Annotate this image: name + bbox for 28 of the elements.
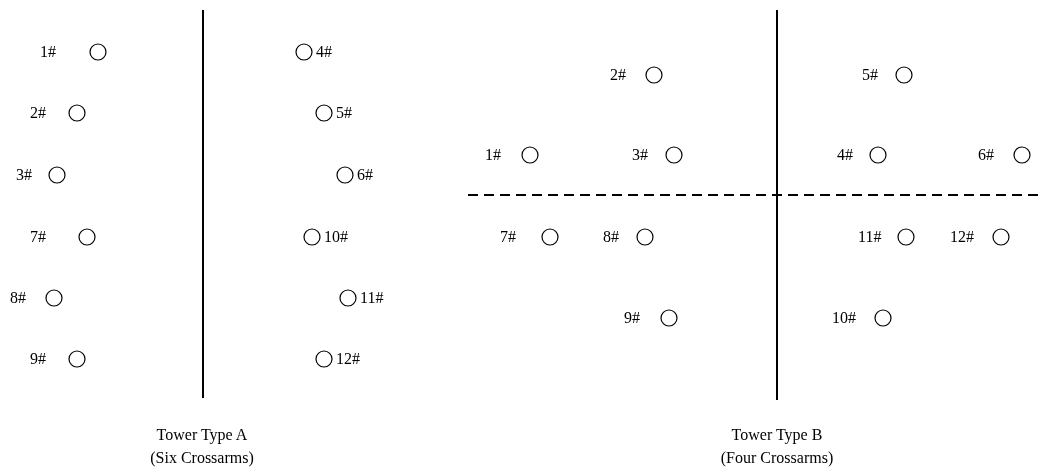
conductor-label: 1# [40,43,56,61]
conductor-label: 5# [862,66,878,84]
conductor-label: 6# [978,146,994,164]
conductor-label: 4# [837,146,853,164]
conductor-label: 7# [30,228,46,246]
conductor-label: 9# [30,350,46,368]
conductor-label: 7# [500,228,516,246]
conductor-label: 5# [336,104,352,122]
conductor-label: 2# [610,66,626,84]
conductor-label: 11# [360,289,384,307]
conductor-label: 2# [30,104,46,122]
conductor-label: 3# [632,146,648,164]
conductor-label: 4# [316,43,332,61]
conductor-label: 9# [624,309,640,327]
conductor-label: 3# [16,166,32,184]
conductor-label: 10# [324,228,348,246]
conductor-label: 12# [950,228,974,246]
conductor-label: 6# [357,166,373,184]
conductor-label: 10# [832,309,856,327]
tower-caption: (Six Crossarms) [150,449,254,467]
conductor-label: 12# [336,350,360,368]
tower-caption: (Four Crossarms) [720,449,834,467]
tower-caption: Tower Type A [156,426,248,444]
tower-caption: Tower Type B [731,426,823,444]
conductor-label: 1# [485,146,501,164]
conductor-label: 8# [603,228,619,246]
conductor-label: 8# [10,289,26,307]
conductor-label: 11# [858,228,882,246]
